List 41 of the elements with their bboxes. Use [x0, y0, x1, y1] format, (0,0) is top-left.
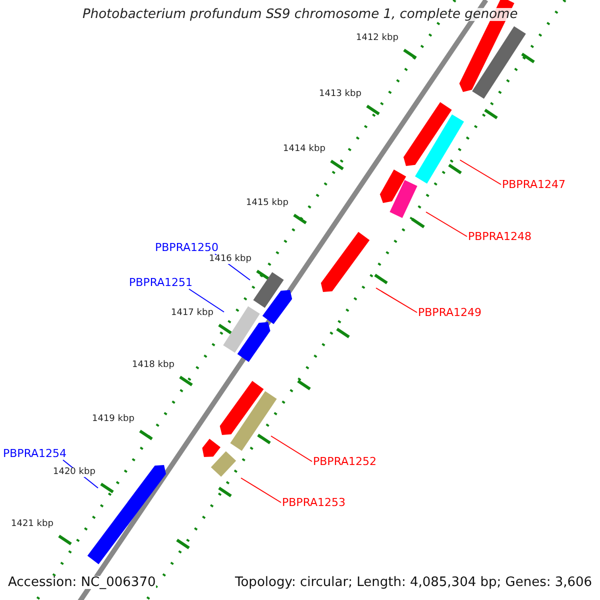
gene-block: [223, 306, 260, 353]
gene-label: PBPRA1251: [129, 277, 193, 288]
genome-info-text: Topology: circular; Length: 4,085,304 bp; Genes: 3,606: [235, 576, 592, 589]
leader-line: [460, 160, 502, 185]
accession-text: Accession: NC_006370: [8, 576, 156, 589]
leader-line: [376, 288, 418, 313]
gene-block: [472, 26, 526, 99]
gene-label: PBPRA1247: [502, 179, 566, 190]
tick-label: 1417 kbp: [171, 309, 214, 318]
tick-label: 1415 kbp: [246, 199, 288, 208]
gene-label: PBPRA1250: [155, 242, 219, 253]
tick-label: 1413 kbp: [319, 90, 362, 99]
leader-line: [426, 212, 468, 237]
gene-block: [253, 272, 284, 308]
tick-label: 1419 kbp: [92, 415, 134, 424]
leader-line: [240, 478, 282, 503]
gene-block: [237, 322, 270, 362]
tick-label: 1416 kbp: [209, 255, 252, 264]
gene-block: [390, 180, 418, 218]
gene-block: [380, 170, 406, 203]
gene-block: [320, 232, 370, 292]
gene-label: PBPRA1253: [282, 497, 346, 508]
gene-block: [230, 391, 277, 451]
tick-label: 1414 kbp: [283, 145, 326, 154]
gene-block: [262, 290, 292, 324]
gene-block: [220, 380, 264, 435]
gene-label: PBPRA1248: [468, 231, 532, 242]
leader-line: [188, 288, 224, 312]
gene-block: [210, 451, 236, 477]
tick-label: 1418 kbp: [132, 361, 174, 370]
gene-block: [404, 102, 452, 166]
leader-line: [270, 436, 312, 462]
gene-block: [202, 438, 220, 457]
tick-label: 1420 kbp: [53, 468, 96, 477]
gene-label: PBPRA1252: [313, 456, 377, 467]
chart-title: Photobacterium profundum SS9 chromosome 1, complete genome: [82, 8, 518, 21]
tick-label: 1421 kbp: [11, 520, 54, 529]
tick-label: 1412 kbp: [356, 34, 398, 43]
gene-label: PBPRA1249: [418, 307, 482, 318]
gene-block: [415, 114, 464, 184]
gene-label: PBPRA1254: [3, 448, 67, 459]
